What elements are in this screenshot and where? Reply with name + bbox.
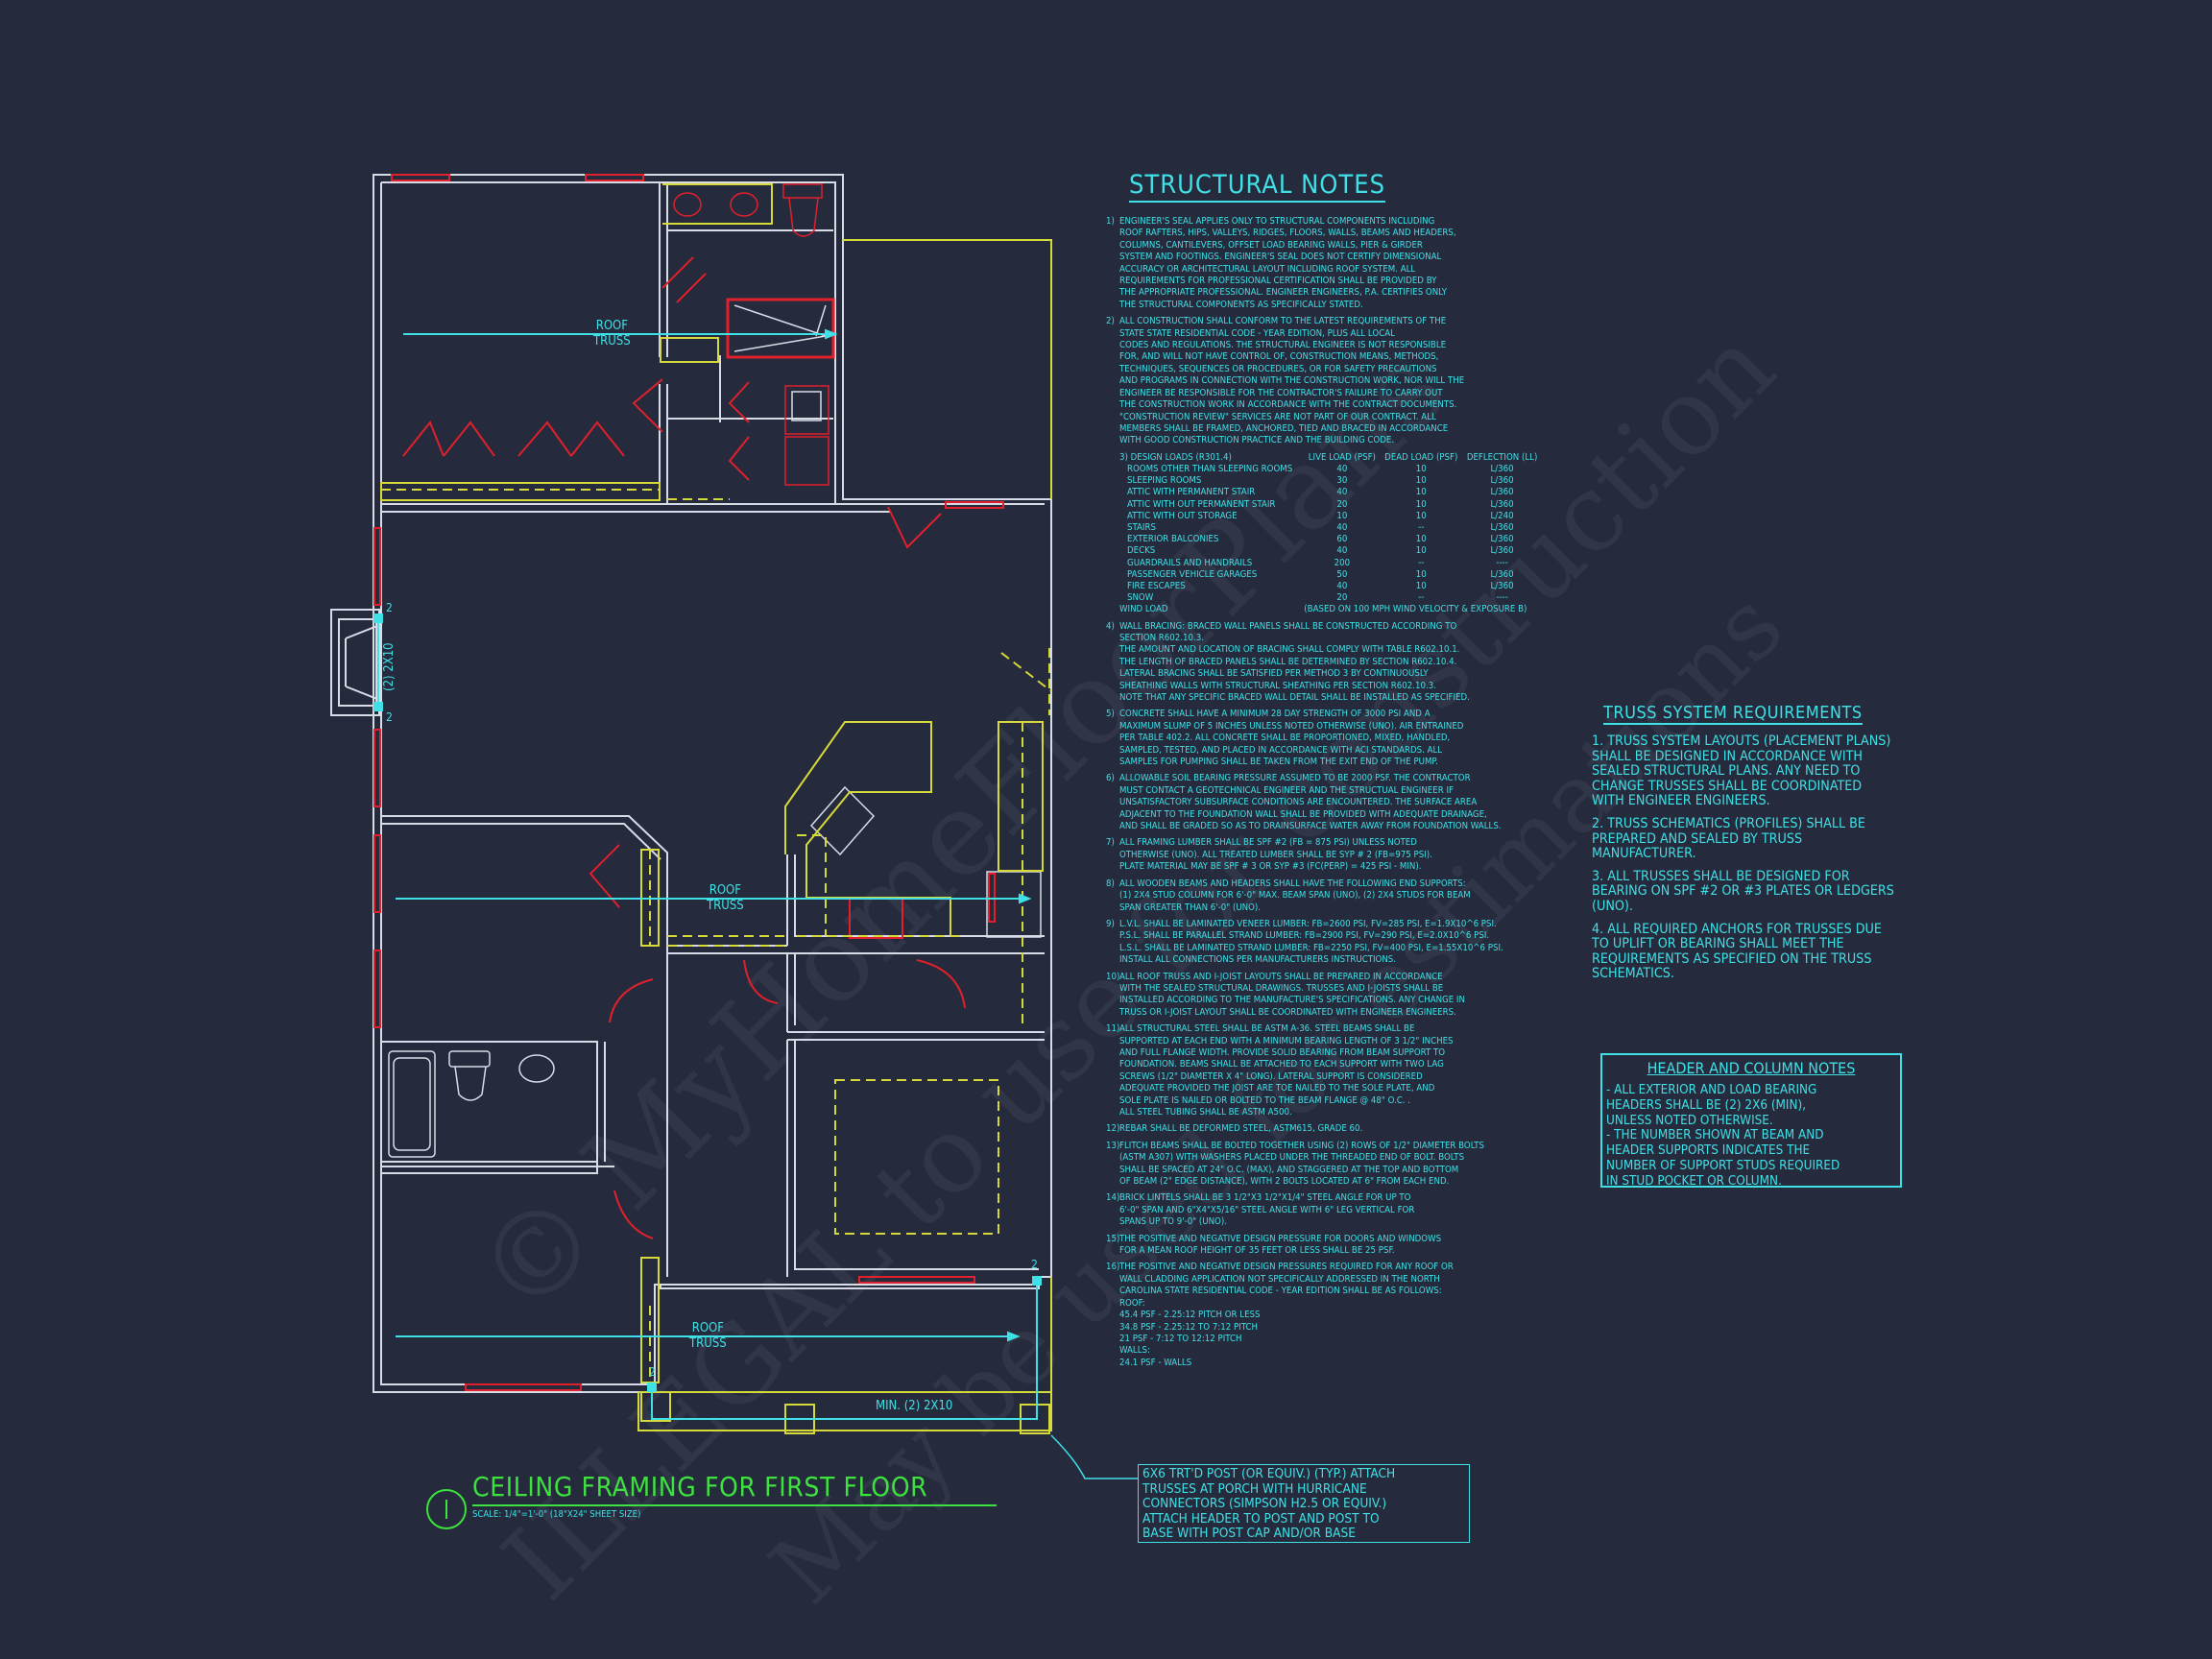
note-item: 2)ALL CONSTRUCTION SHALL CONFORM TO THE … [1106,316,1465,446]
roof-truss-label-middle: ROOF TRUSS [707,883,744,913]
truss-requirements-title: TRUSS SYSTEM REQUIREMENTS [1603,703,1863,725]
roof-truss-label-bottom: ROOF TRUSS [689,1321,727,1351]
truss-requirements: 1. TRUSS SYSTEM LAYOUTS (PLACEMENT PLANS… [1592,733,1966,990]
design-loads-table: 3) DESIGN LOADS (R301.4) LIVE LOAD (PSF)… [1119,452,1542,616]
plan-title: CEILING FRAMING FOR FIRST FLOOR [472,1471,928,1503]
porch-beam-label: MIN. (2) 2x10 [876,1399,953,1413]
stud-count-label: 2 [386,601,393,614]
note-item: 13)FLITCH BEAMS SHALL BE BOLTED TOGETHER… [1106,1140,1484,1188]
note-item: 12)REBAR SHALL BE DEFORMED STEEL, ASTM61… [1106,1123,1363,1135]
note-item: 6)ALLOWABLE SOIL BEARING PRESSURE ASSUME… [1106,773,1502,832]
note-item: 11)ALL STRUCTURAL STEEL SHALL BE ASTM A-… [1106,1023,1454,1118]
design-loads: 3) DESIGN LOADS (R301.4) LIVE LOAD (PSF)… [1106,452,1567,616]
stud-count-label: 2 [1031,1258,1038,1271]
note-item: 10)ALL ROOF TRUSS AND I-JOIST LAYOUTS SH… [1106,971,1465,1018]
note-item: 5)CONCRETE SHALL HAVE A MINIMUM 28 DAY S… [1106,709,1464,768]
truss-requirement-item: 4. ALL REQUIRED ANCHORS FOR TRUSSES DUE … [1592,921,1882,982]
porch-post-callout: 6x6 TRT'D POST (OR EQUIV.) (TYP.) ATTACH… [1138,1464,1470,1543]
truss-arrows [373,328,1138,1529]
note-item: 7)ALL FRAMING LUMBER SHALL BE SPF #2 (Fb… [1106,837,1432,873]
note-item: 14)BRICK LINTELS SHALL BE 3 1/2"x3 1/2"x… [1106,1192,1415,1228]
note-item: 16)THE POSITIVE AND NEGATIVE DESIGN PRES… [1106,1262,1454,1368]
plan-scale: SCALE: 1/4"=1'-0" (18"x24" SHEET SIZE) [472,1509,641,1520]
note-item: 9)L.V.L. SHALL BE LAMINATED VENEER LUMBE… [1106,918,1503,966]
stud-count-label: 2 [649,1365,656,1379]
note-item: 4)WALL BRACING: BRACED WALL PANELS SHALL… [1106,620,1470,703]
cabinets [380,183,1052,1434]
header-column-notes-box: HEADER AND COLUMN NOTES - ALL EXTERIOR A… [1600,1053,1902,1189]
truss-requirement-item: 3. ALL TRUSSES SHALL BE DESIGNED FOR BEA… [1592,868,1894,914]
fireplace-header-label: (2) 2x10 [382,642,397,691]
truss-requirement-item: 2. TRUSS SCHEMATICS (PROFILES) SHALL BE … [1592,815,1865,862]
truss-requirement-item: 1. TRUSS SYSTEM LAYOUTS (PLACEMENT PLANS… [1592,733,1891,809]
note-item: 15)THE POSITIVE AND NEGATIVE DESIGN PRES… [1106,1233,1442,1257]
doors-windows [373,174,1004,1391]
note-item: 8)ALL WOODEN BEAMS AND HEADERS SHALL HAV… [1106,878,1471,913]
structural-notes-title: STRUCTURAL NOTES [1129,171,1386,203]
note-item: 1)ENGINEER'S SEAL APPLIES ONLY TO STRUCT… [1106,216,1456,310]
roof-truss-label-top: ROOF TRUSS [593,319,631,349]
fixtures [388,183,1042,1158]
stud-count-label: 2 [386,710,393,724]
header-column-notes-body: - ALL EXTERIOR AND LOAD BEARING HEADERS … [1606,1083,1840,1189]
header-column-notes-title: HEADER AND COLUMN NOTES [1647,1059,1856,1077]
walls [330,174,1052,1393]
structural-notes: 1)ENGINEER'S SEAL APPLIES ONLY TO STRUCT… [1106,216,1567,1374]
